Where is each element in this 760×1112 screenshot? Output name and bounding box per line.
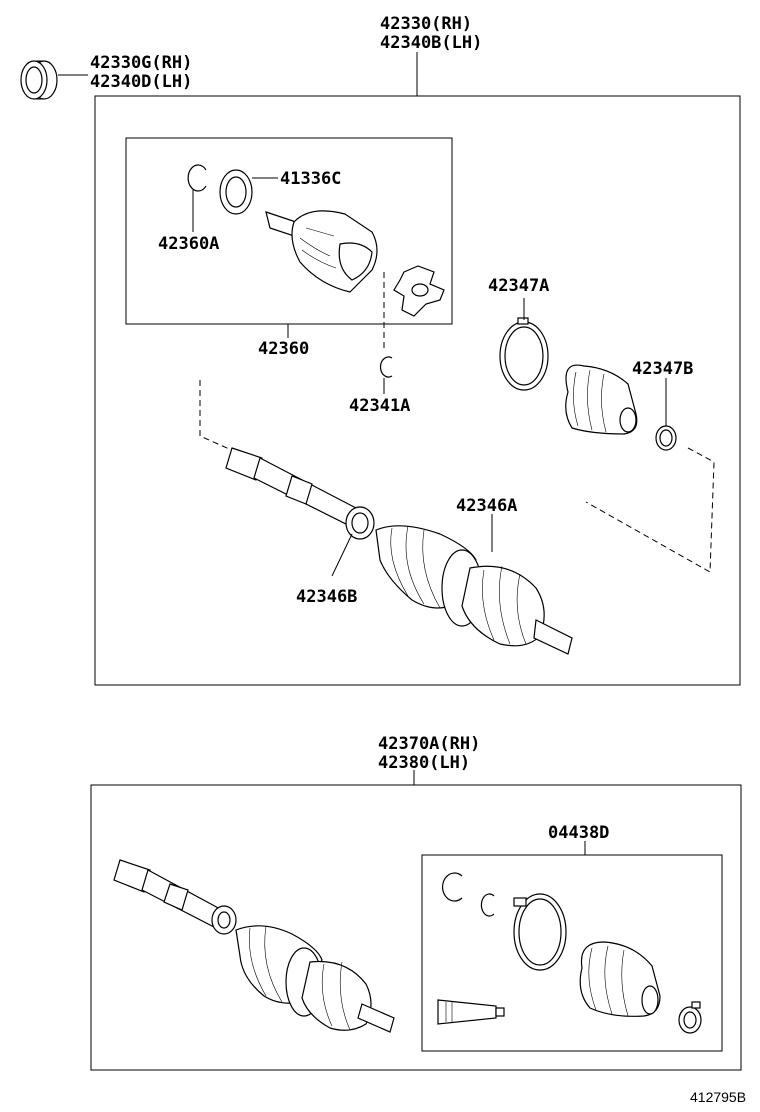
clamp-42346b-leader [331,533,353,577]
seal-label-rh: 42330G(RH) [90,53,192,73]
bottom-assembly-label-rh: 42370A(RH) [378,734,480,754]
clamp-42346b-label: 42346B [296,587,357,607]
bottom-assembly-label-lh: 42380(LH) [378,753,470,773]
top-assembly-label-rh: 42330(RH) [380,14,472,34]
outer-seal-part [20,60,58,100]
bottom-drive-shaft-part [113,859,395,1033]
kit-clamp-large-part [513,893,567,971]
ring-41336c-label: 41336C [280,169,341,189]
drive-shaft-part [225,447,375,540]
kit-snap-ring-1-part [442,872,463,902]
inner-joint-kit-label: 42360 [258,339,309,359]
kit-grease-tube-part [437,999,505,1025]
boot-clamp-42347b-part [655,425,677,451]
snap-ring-42360a-part [187,164,207,192]
axis-dashed-left [199,380,237,453]
bottom-assembly-frame [90,784,742,1071]
boot-kit-frame [421,854,723,1052]
boot-clamp-42347b-label: 42347B [632,359,693,379]
tripod-part [393,265,445,317]
kit-clamp-small-part [678,1001,702,1034]
axis-dashed-right [585,447,715,573]
outer-boot-part [375,525,573,655]
kit-snap-ring-2-part [480,893,495,917]
snap-ring-42360a-label: 42360A [158,234,219,254]
boot-clamp-42347a-part [499,317,549,391]
snap-ring-42341a-label: 42341A [349,396,410,416]
figure-number: 412795B [690,1089,746,1105]
ring-41336c-part [219,169,253,215]
clamp-42346a-label: 42346A [456,496,517,516]
top-assembly-label-lh: 42340B(LH) [380,33,482,53]
seal-label-lh: 42340D(LH) [90,72,192,92]
kit-boot-part [579,941,661,1017]
inner-joint-housing-part [265,210,378,293]
boot-kit-label: 04438D [548,823,609,843]
snap-ring-42341a-part [379,356,393,378]
boot-clamp-42347a-label: 42347A [488,276,549,296]
inner-boot-part [565,364,638,435]
inner-joint-kit-frame [125,137,453,325]
